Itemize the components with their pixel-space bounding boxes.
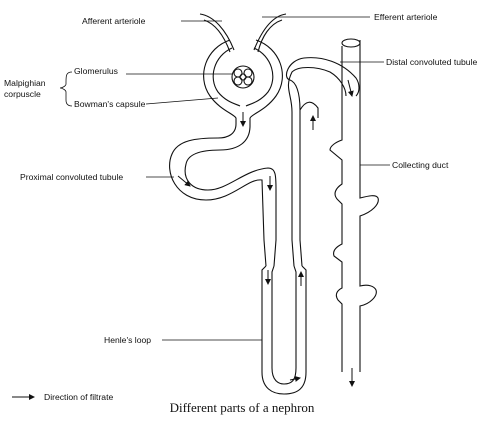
ascending-limb-wall-inner	[288, 68, 346, 267]
figure-caption: Different parts of a nephron	[0, 400, 484, 416]
label-bowmans-capsule: Bowman's capsule	[74, 99, 145, 109]
bowmans-capsule-outer-right	[250, 40, 282, 118]
afferent-arteriole-vessel	[200, 14, 234, 50]
bowmans-capsule-outer	[204, 40, 236, 118]
label-malpighian-line1: Malpighian	[4, 78, 46, 88]
henles-loop-wall-inner	[272, 266, 296, 384]
leader-bowmans	[146, 98, 218, 104]
efferent-arteriole-vessel	[254, 14, 286, 50]
label-efferent-arteriole: Efferent arteriole	[374, 12, 437, 22]
flow-arrow	[290, 378, 300, 380]
label-glomerulus: Glomerulus	[74, 66, 118, 76]
collecting-duct-left	[330, 46, 342, 372]
label-afferent-arteriole: Afferent arteriole	[82, 16, 145, 26]
flow-arrow	[348, 80, 352, 96]
label-henles-loop: Henle's loop	[104, 335, 151, 345]
distal-tubule-tail	[300, 102, 318, 118]
malpighian-brace	[60, 72, 72, 106]
proximal-convoluted-tubule-wall	[170, 118, 266, 266]
label-proximal-convoluted-tubule: Proximal convoluted tubule	[20, 172, 123, 182]
collecting-duct-right	[360, 40, 378, 372]
glomerulus-knot	[232, 66, 254, 88]
ascending-limb-wall	[286, 58, 359, 266]
collecting-duct-top	[342, 39, 360, 47]
label-malpighian-line2: corpuscle	[4, 89, 41, 99]
label-collecting-duct: Collecting duct	[392, 160, 448, 170]
label-distal-convoluted-tubule: Distal convoluted tubule	[386, 57, 477, 67]
henles-loop-wall	[262, 266, 306, 394]
